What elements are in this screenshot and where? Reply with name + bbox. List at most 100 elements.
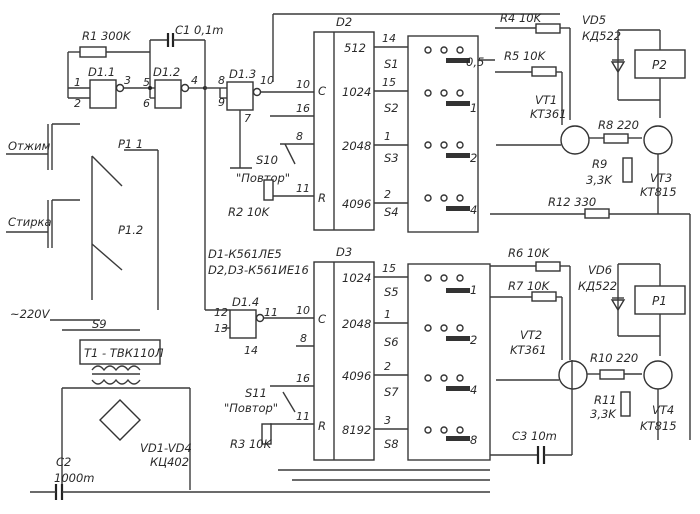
d2-output: 512 bbox=[344, 41, 366, 55]
pin-label: 11 bbox=[264, 306, 278, 319]
label-vt1: VT1 bbox=[535, 93, 557, 107]
label-d1-4: D1.4 bbox=[232, 295, 259, 309]
label-vt2-type: KT361 bbox=[510, 343, 547, 357]
label-otzhim: Отжим bbox=[8, 139, 51, 153]
label-r9: R9 bbox=[592, 157, 607, 171]
pin-label: 15 bbox=[382, 262, 396, 275]
pin-label: 13 bbox=[214, 322, 228, 335]
pin-label: 5 bbox=[143, 76, 150, 89]
pin-label: 12 bbox=[214, 306, 228, 319]
d3-output: 1024 bbox=[342, 271, 371, 285]
d3-output: 8192 bbox=[342, 423, 371, 437]
label-mains: ~220V bbox=[10, 307, 51, 321]
label-d2: D2 bbox=[336, 15, 352, 29]
label-p2: P2 bbox=[652, 58, 667, 72]
switch-s6: S6 2 bbox=[384, 324, 477, 349]
ic-d2 bbox=[313, 31, 375, 231]
label-t1: T1 - ТВК110Л bbox=[84, 346, 164, 360]
pin-label: 8 bbox=[300, 332, 307, 345]
label-p1: P1 bbox=[652, 294, 667, 308]
counter-d2-section: D1.3 8 9 10 7 D2 C R 10 16 8 11 512 1024… bbox=[218, 15, 408, 231]
output-stage-lower: R6 10K R7 10K VD6 КД522 P1 VT2 KT361 R10… bbox=[490, 214, 691, 464]
pin-label: 14 bbox=[244, 344, 258, 357]
d3-output: 4096 bbox=[342, 369, 371, 383]
oscillator-section: R1 300K D1.1 1 2 3 D1.2 5 6 4 C1 0,1m bbox=[67, 23, 224, 310]
switch-s2: S2 1 bbox=[384, 89, 477, 115]
label-c2-value: 1000m bbox=[54, 471, 94, 485]
d2-output: 1024 bbox=[342, 85, 371, 99]
label-c1: C1 0,1m bbox=[175, 23, 224, 37]
label-vd5: VD5 bbox=[582, 13, 606, 27]
transistor-vt3 bbox=[643, 125, 673, 155]
d2-output: 4096 bbox=[342, 197, 371, 211]
pin-label: 4 bbox=[191, 74, 198, 87]
svg-text:S4: S4 bbox=[384, 205, 399, 219]
note-d1: D1-К561ЛЕ5 bbox=[208, 247, 282, 261]
switch-s5: S5 1 bbox=[384, 274, 477, 299]
pin-label: 8 bbox=[218, 74, 225, 87]
pin-label: 2 bbox=[384, 360, 391, 373]
svg-text:8: 8 bbox=[470, 433, 477, 447]
pin-label: 2 bbox=[74, 97, 81, 110]
switch-s7: S7 4 bbox=[384, 374, 477, 399]
power-section: Отжим Стирка P1 1 P1.2 ~220V S9 T1 - ТВК… bbox=[6, 123, 490, 500]
switch-s4: S4 4 bbox=[384, 194, 477, 219]
pin-label: 11 bbox=[296, 410, 310, 423]
label-d1-1: D1.1 bbox=[88, 65, 115, 79]
pin-c: C bbox=[318, 312, 326, 326]
svg-text:S1: S1 bbox=[384, 57, 399, 71]
svg-text:2: 2 bbox=[470, 151, 477, 165]
label-vt1-type: KT361 bbox=[530, 107, 567, 121]
label-vt4: VT4 bbox=[652, 403, 674, 417]
relay-p1 bbox=[634, 285, 686, 315]
label-r6: R6 10K bbox=[508, 246, 551, 260]
label-vt2: VT2 bbox=[520, 328, 542, 342]
pin-label: 1 bbox=[74, 76, 81, 89]
pin-r: R bbox=[318, 419, 326, 433]
transistor-vt4 bbox=[643, 360, 673, 390]
svg-text:S2: S2 bbox=[384, 101, 399, 115]
pin-label: 9 bbox=[218, 96, 225, 109]
transistor-vt1 bbox=[560, 125, 590, 155]
note-d2-d3: D2,D3-К561ИЕ16 bbox=[208, 263, 309, 277]
transformer-t1 bbox=[79, 339, 161, 365]
gate-d1-2 bbox=[154, 79, 182, 109]
label-r8: R8 220 bbox=[598, 118, 639, 132]
switch-columns: S1 0,5 S2 1 S3 2 S4 4 S5 bbox=[278, 35, 495, 481]
svg-text:1: 1 bbox=[470, 283, 477, 297]
svg-text:S6: S6 bbox=[384, 335, 399, 349]
switch-s3: S3 2 bbox=[384, 141, 477, 165]
pin-label: 3 bbox=[384, 414, 391, 427]
label-d3: D3 bbox=[336, 245, 352, 259]
gate-d1-4 bbox=[229, 309, 257, 339]
pin-r: R bbox=[318, 191, 326, 205]
pin-label: 10 bbox=[260, 74, 274, 87]
d3-output: 2048 bbox=[342, 317, 371, 331]
label-r2: R2 10K bbox=[228, 205, 271, 219]
label-c2: C2 bbox=[56, 455, 71, 469]
pin-label: 16 bbox=[296, 102, 310, 115]
label-vd5-type: КД522 bbox=[582, 29, 621, 43]
label-vd6: VD6 bbox=[588, 263, 612, 277]
pin-label: 15 bbox=[382, 76, 396, 89]
label-d1-2: D1.2 bbox=[153, 65, 180, 79]
pin-label: 11 bbox=[296, 182, 310, 195]
svg-text:4: 4 bbox=[470, 203, 477, 217]
label-r9-value: 3,3K bbox=[586, 173, 613, 187]
svg-text:4: 4 bbox=[470, 383, 477, 397]
pin-label: 10 bbox=[296, 78, 310, 91]
svg-text:S3: S3 bbox=[384, 151, 399, 165]
pin-c: C bbox=[318, 84, 326, 98]
switch-s1: S1 0,5 bbox=[384, 46, 484, 71]
pin-label: 16 bbox=[296, 372, 310, 385]
label-stirka: Стирка bbox=[8, 215, 52, 229]
label-p1-1: P1 1 bbox=[118, 137, 143, 151]
pin-label: 7 bbox=[244, 112, 251, 125]
svg-text:S5: S5 bbox=[384, 285, 399, 299]
label-vd6-type: КД522 bbox=[578, 279, 617, 293]
label-r11-value: 3,3K bbox=[590, 407, 617, 421]
gate-d1-1 bbox=[89, 79, 117, 109]
label-r5: R5 10K bbox=[504, 49, 547, 63]
label-p1-2: P1.2 bbox=[118, 223, 143, 237]
